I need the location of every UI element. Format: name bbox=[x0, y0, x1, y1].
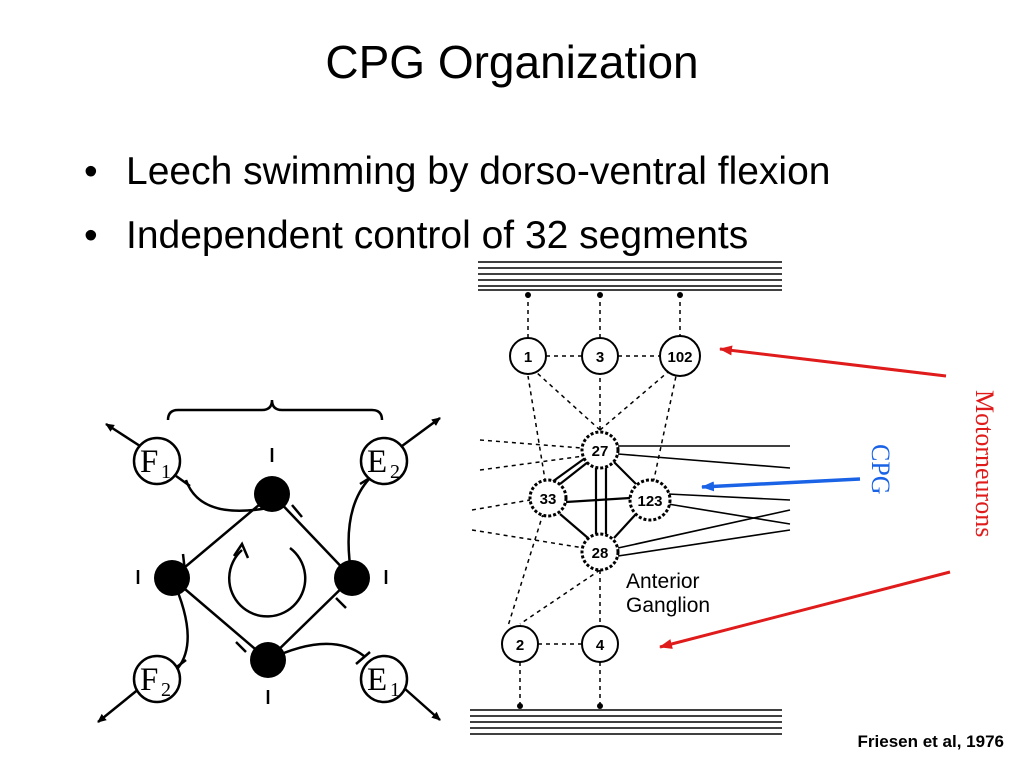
bullet-item: • Leech swimming by dorso-ventral flexion bbox=[84, 140, 830, 204]
svg-text:4: 4 bbox=[596, 637, 605, 654]
output-arrow bbox=[105, 422, 141, 448]
svg-text:1: 1 bbox=[161, 461, 171, 483]
svg-text:1: 1 bbox=[390, 679, 400, 701]
motorneurons-label: Motorneurons bbox=[970, 390, 999, 537]
slide-title: CPG Organization bbox=[325, 36, 699, 88]
motor-node-f2: F 2 bbox=[132, 654, 182, 704]
output-arrow bbox=[403, 687, 441, 721]
rotation-arrowhead bbox=[232, 541, 250, 559]
inhibit-bar bbox=[335, 597, 347, 609]
neuron-1: 1 bbox=[509, 337, 547, 375]
neuron-123: 123 bbox=[628, 478, 672, 522]
neuron-33: 33 bbox=[528, 478, 568, 518]
motor-node-f1: F 1 bbox=[132, 436, 182, 486]
motorneuron-arrow-bottom bbox=[659, 570, 951, 649]
ganglion-label-line2: Ganglion bbox=[626, 594, 710, 617]
ring-line bbox=[267, 577, 353, 661]
inhibit-bar bbox=[235, 641, 247, 653]
bullet-text: Leech swimming by dorso-ventral flexion bbox=[126, 150, 831, 193]
ring-line bbox=[171, 577, 269, 661]
neuron-102: 102 bbox=[659, 335, 701, 377]
left-oscillator-diagram bbox=[97, 399, 441, 723]
svg-text:33: 33 bbox=[540, 491, 557, 508]
interneuron-connections bbox=[551, 455, 637, 539]
bullet-text: Independent control of 32 segments bbox=[126, 214, 749, 257]
cpg-arrow bbox=[701, 477, 861, 492]
svg-text:2: 2 bbox=[161, 679, 171, 701]
ring-line bbox=[171, 493, 273, 579]
inhibit-bar bbox=[175, 474, 191, 488]
neuron-27: 27 bbox=[580, 430, 620, 470]
bullet-dot: • bbox=[84, 214, 98, 257]
svg-text:E: E bbox=[367, 444, 387, 480]
citation: Friesen et al, 1976 bbox=[857, 732, 1004, 751]
connection-line bbox=[184, 479, 269, 512]
ganglion-label-line1: Anterior bbox=[626, 570, 700, 593]
neuron-4: 4 bbox=[581, 625, 619, 663]
svg-text:2: 2 bbox=[390, 461, 400, 483]
top-muscle-band bbox=[478, 261, 782, 291]
interneuron-left bbox=[154, 560, 190, 596]
bullet-list: • Leech swimming by dorso-ventral flexion… bbox=[84, 140, 830, 268]
svg-text:F: F bbox=[140, 662, 158, 698]
svg-text:3: 3 bbox=[596, 349, 604, 366]
rotation-circle bbox=[228, 547, 307, 618]
interneuron-bottom bbox=[250, 642, 286, 678]
svg-text:28: 28 bbox=[592, 545, 609, 562]
interneuron-right bbox=[334, 560, 370, 596]
interneuron-top bbox=[254, 476, 290, 512]
inhibit-bar bbox=[291, 504, 303, 518]
motor-node-e1: E 1 bbox=[359, 654, 409, 704]
intersegmental-fibers bbox=[617, 445, 791, 557]
output-arrow bbox=[97, 687, 141, 723]
motor-projections bbox=[471, 292, 683, 709]
bullet-item: • Independent control of 32 segments bbox=[84, 204, 830, 268]
svg-text:27: 27 bbox=[592, 443, 609, 460]
top-brace bbox=[166, 399, 384, 421]
svg-text:2: 2 bbox=[516, 637, 524, 654]
svg-text:1: 1 bbox=[524, 349, 532, 366]
ring-line bbox=[271, 493, 353, 579]
neuron-3: 3 bbox=[581, 337, 619, 375]
bullet-dot: • bbox=[84, 150, 98, 193]
right-circuit-diagram bbox=[470, 261, 791, 735]
motorneuron-arrow-top bbox=[719, 345, 947, 378]
neuron-28: 28 bbox=[580, 532, 620, 572]
cpg-label: CPG bbox=[866, 444, 895, 495]
neuron-2: 2 bbox=[501, 625, 539, 663]
svg-text:F: F bbox=[140, 444, 158, 480]
motor-node-e2: E 2 bbox=[359, 436, 409, 486]
bottom-muscle-band bbox=[470, 709, 782, 735]
left-interneurons bbox=[154, 476, 370, 678]
svg-text:123: 123 bbox=[637, 493, 662, 510]
inhibit-bar bbox=[355, 651, 371, 665]
output-arrow bbox=[401, 416, 441, 448]
svg-text:E: E bbox=[367, 662, 387, 698]
svg-text:102: 102 bbox=[667, 349, 692, 366]
